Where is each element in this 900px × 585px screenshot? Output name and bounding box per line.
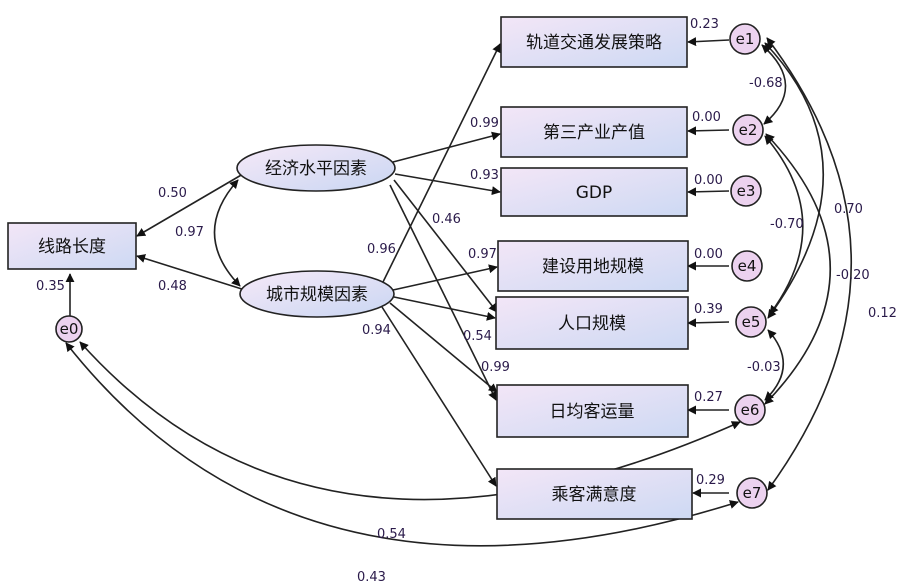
coef-e6-load: 0.27	[694, 390, 723, 405]
economic-label: 经济水平因素	[265, 159, 367, 179]
e3-label: e3	[737, 182, 756, 200]
path-city-to-ridership	[389, 302, 498, 393]
satisfaction-box	[496, 468, 693, 520]
strategy-box	[500, 16, 688, 68]
path-city-to-strategy	[382, 43, 501, 283]
e6-label: e6	[741, 401, 760, 419]
ridership-box	[496, 384, 689, 438]
coef-e1-load: 0.23	[690, 17, 719, 32]
e6-circle	[734, 394, 766, 426]
coef-city-to-strategy: 0.96	[367, 242, 396, 257]
cov-e1-e7	[766, 37, 852, 491]
coef-e2-load: 0.00	[692, 110, 721, 125]
e5-label: e5	[742, 313, 761, 331]
latent-nodes: 经济水平因素 城市规模因素	[236, 144, 396, 318]
indicator-nodes: 轨道交通发展策略 第三产业产值 GDP 建设用地规模 人口规模 日均客运量 乘客…	[495, 16, 693, 520]
cov-e2-e6	[764, 133, 831, 405]
coef-econ-to-pop: 0.46	[432, 212, 461, 227]
coef-econ-to-tertiary: 0.99	[470, 116, 499, 131]
cov-e1-e5	[764, 42, 824, 319]
e4-label: e4	[738, 257, 757, 275]
e3-circle	[730, 175, 762, 207]
coef-e1-e5: 0.70	[834, 202, 863, 217]
coef-e0-e6: 0.54	[377, 527, 406, 542]
population-label: 人口规模	[558, 314, 626, 334]
city-label: 城市规模因素	[266, 285, 368, 305]
cov-e0-e7	[65, 342, 739, 547]
coef-city-to-length: 0.48	[158, 279, 187, 294]
e2-circle	[732, 114, 764, 146]
path-econ-to-tertiary	[392, 131, 501, 163]
error-nodes: e0 e1 e2 e3 e4 e5 e6 e7	[55, 23, 768, 509]
coef-e4-load: 0.00	[694, 247, 723, 262]
path-econ-to-population	[393, 179, 498, 313]
coef-e2-e6: -0.20	[836, 268, 870, 283]
e1-circle	[729, 23, 761, 55]
path-econ-to-length	[136, 173, 244, 237]
path-city-to-land	[392, 264, 498, 291]
cov-e5-e6	[764, 329, 785, 401]
coef-e1-e7: 0.12	[868, 306, 897, 321]
land-box	[497, 240, 689, 292]
coef-city-to-satisfaction: 0.94	[362, 323, 391, 338]
e7-circle	[736, 477, 768, 509]
coef-econ-city-cov: 0.97	[175, 225, 204, 240]
coef-e2-e5: -0.70	[770, 217, 804, 232]
strategy-label: 轨道交通发展策略	[526, 33, 662, 53]
e0-circle	[55, 315, 83, 343]
land-label: 建设用地规模	[542, 257, 644, 277]
path-e5-to-population	[687, 318, 730, 328]
path-e1-to-strategy	[687, 37, 730, 47]
city-ellipse	[239, 270, 395, 318]
coef-city-to-land: 0.97	[468, 247, 497, 262]
tertiary-box	[500, 106, 688, 158]
e7-label: e7	[743, 484, 762, 502]
coef-e5-load: 0.39	[694, 302, 723, 317]
coef-econ-to-length: 0.50	[158, 186, 187, 201]
e5-circle	[735, 306, 767, 338]
path-city-to-population	[393, 296, 496, 321]
tertiary-label: 第三产业产值	[543, 123, 645, 143]
coef-econ-to-gdp: 0.93	[470, 168, 499, 183]
coef-econ-to-ridership-a: 0.54	[463, 329, 492, 344]
satisfaction-label: 乘客满意度	[552, 485, 637, 505]
coef-e7-load: 0.29	[696, 473, 725, 488]
path-econ-city-covariance	[213, 179, 241, 287]
gdp-box	[500, 167, 688, 217]
path-econ-to-gdp	[394, 173, 501, 196]
economic-ellipse	[236, 144, 396, 192]
outcome-label: 线路长度	[38, 237, 106, 257]
path-city-to-length	[136, 254, 246, 291]
coef-e3-load: 0.00	[694, 173, 723, 188]
e4-circle	[731, 250, 763, 282]
coef-e1-e2: -0.68	[749, 76, 783, 91]
coef-e5-e6: -0.03	[747, 360, 781, 375]
population-box	[495, 296, 689, 350]
gdp-label: GDP	[576, 183, 613, 203]
e2-label: e2	[739, 121, 758, 139]
coef-e0-to-length: 0.35	[36, 279, 65, 294]
path-e2-to-tertiary	[687, 126, 730, 136]
outcome-box	[7, 222, 137, 270]
coef-econ-to-ridership-b: 0.99	[481, 360, 510, 375]
e1-label: e1	[736, 30, 755, 48]
paths	[65, 37, 852, 547]
coef-e0-e7: 0.43	[357, 570, 386, 585]
ridership-label: 日均客运量	[550, 402, 635, 422]
cov-e2-e5	[764, 135, 804, 315]
outcome-node: 线路长度	[7, 222, 137, 270]
path-e3-to-gdp	[687, 187, 730, 197]
e0-label: e0	[60, 320, 79, 338]
coefficient-labels: 0.50 0.97 0.48 0.35 0.99 0.93 0.46 0.96 …	[36, 17, 897, 585]
